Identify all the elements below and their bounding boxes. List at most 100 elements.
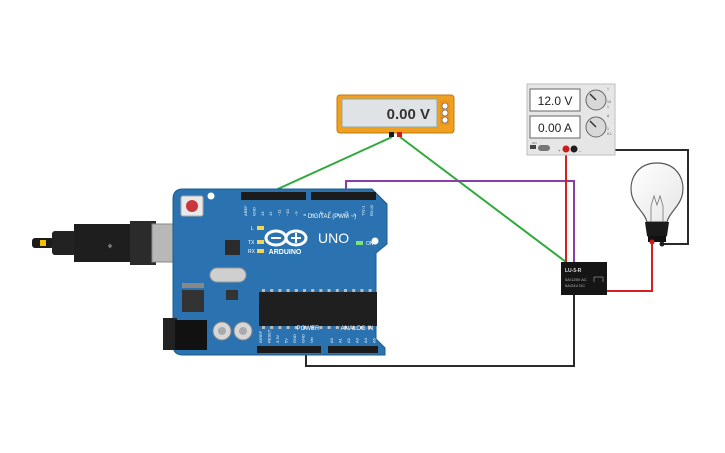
wire-black-gnd-to-relay[interactable] <box>305 295 575 367</box>
digital-label: DIGITAL (PWM ~) <box>308 214 356 220</box>
light-bulb[interactable] <box>630 162 684 247</box>
supply-positive-terminal[interactable] <box>562 145 570 153</box>
digital-header-left[interactable] <box>241 192 306 200</box>
led-label-l: L <box>251 226 254 232</box>
current-knob-label: 1 <box>607 127 609 131</box>
relay-part: LU-5-R <box>565 268 582 274</box>
ic-pin <box>278 326 282 329</box>
ic-pin <box>352 326 356 329</box>
supply-current-display <box>529 115 581 139</box>
ic-pin <box>303 289 306 292</box>
led-tx <box>257 240 264 244</box>
bulb-terminal-a[interactable] <box>649 239 655 245</box>
digital-pin-label: 4 <box>335 213 340 216</box>
analog-pin-label: A1 <box>338 337 343 343</box>
power-pin-label: Vin <box>309 337 314 343</box>
digital-pin-label: 13 <box>260 211 265 216</box>
crystal <box>209 267 247 283</box>
supply-on-label: ON <box>532 141 537 145</box>
power-supply[interactable]: 12.0 V 0.00 A V 10 1 A 1 0.1 ON – + <box>526 83 616 156</box>
multimeter-probe-negative[interactable] <box>389 132 394 137</box>
wire-red-relay-to-bulb[interactable] <box>606 242 653 292</box>
ic-pin <box>311 289 315 292</box>
digital-header-right[interactable] <box>311 192 376 200</box>
led-label-tx: TX <box>248 240 255 246</box>
analog-header[interactable] <box>328 346 378 353</box>
relay-spec-dc: 5A/24V DC <box>565 283 585 288</box>
relay-spec-ac: 5A/125V AC <box>565 277 587 282</box>
ic-pin <box>262 289 265 292</box>
usb-chip <box>225 240 240 255</box>
power-pin-label: GND <box>301 334 306 343</box>
arduino-logo-icon <box>264 229 308 247</box>
supply-power-switch[interactable] <box>530 145 536 149</box>
voltage-knob-label: 10 <box>607 100 611 104</box>
ic-pin <box>319 326 323 329</box>
digital-pin-label: RX◁0 <box>369 204 374 216</box>
ic-pin <box>368 326 372 329</box>
digital-pin-label: ~3 <box>344 211 349 216</box>
multimeter[interactable]: 0.00 V <box>336 94 455 137</box>
power-pin-label: 5V <box>284 338 289 343</box>
digital-pin-label: 12 <box>268 211 273 216</box>
wire-black-supply-neg-to-bulb[interactable] <box>574 149 689 245</box>
mounting-hole <box>371 237 379 245</box>
arduino-brand: ARDUINO <box>269 249 302 256</box>
ic-pin <box>270 289 274 292</box>
ic-pin <box>286 326 290 329</box>
wire-green-multimeter-pos-to-relay[interactable] <box>399 136 567 263</box>
ic-pin <box>294 326 298 329</box>
reset-button[interactable] <box>186 200 198 212</box>
ic-pin <box>360 289 364 292</box>
wire-green-multimeter-neg-to-gnd[interactable] <box>257 136 393 199</box>
supply-negative-terminal[interactable] <box>570 145 578 153</box>
analog-pin-label: A4 <box>363 337 368 343</box>
ic-pin <box>327 289 331 292</box>
power-led-label: ON <box>366 241 374 247</box>
relay[interactable]: LU-5-R 5A/125V AC 5A/24V DC <box>561 262 607 295</box>
ic-pin <box>270 326 274 329</box>
bulb-terminal-b[interactable] <box>659 241 665 247</box>
power-pin-label: GND <box>292 334 297 343</box>
current-knob-label: 0.1 <box>607 132 612 136</box>
ic-pin <box>278 289 282 292</box>
digital-pin-label: ~9 <box>293 211 298 216</box>
bulb-filament-icon <box>650 194 664 222</box>
digital-pin-label: GND <box>251 207 256 216</box>
dc-power-jack[interactable] <box>163 318 207 350</box>
power-header[interactable] <box>257 346 321 353</box>
supply-current: 0.00 A <box>538 121 572 135</box>
voltage-knob-label: V <box>607 87 610 91</box>
regulator <box>182 290 204 312</box>
ic-pin <box>303 326 306 329</box>
ic-pin <box>294 289 298 292</box>
led-l <box>257 226 264 230</box>
regulator-tab <box>182 283 204 288</box>
supply-voltage-display <box>529 88 581 112</box>
power-pin-label: 3.3V <box>275 334 280 343</box>
supply-power-switch-body[interactable] <box>538 145 550 151</box>
digital-pin-label: 8 <box>302 213 307 216</box>
supply-voltage: 12.0 V <box>538 94 573 108</box>
led-label-rx: RX <box>248 249 256 255</box>
atmega-chip <box>259 292 377 326</box>
digital-pin-label: 7 <box>310 213 315 216</box>
led-rx <box>257 249 264 253</box>
digital-pin-label: 2 <box>352 213 357 216</box>
analog-pin-label: A3 <box>355 337 360 343</box>
analog-label: ANALOG IN <box>341 326 374 332</box>
usb-icon: ⬩ <box>107 238 112 254</box>
multimeter-probe-positive[interactable] <box>397 132 402 137</box>
supply-terminal-label: + <box>558 148 561 153</box>
supply-terminal-label: – <box>579 148 582 153</box>
ic-pin <box>311 326 315 329</box>
digital-pin-label: ~5 <box>327 211 332 216</box>
ic-pin <box>327 326 331 329</box>
ic-pin <box>344 326 347 329</box>
power-label: POWER <box>297 326 320 332</box>
power-pin-label: IOREF <box>258 330 263 343</box>
power-pin-label: RESET <box>267 329 272 343</box>
